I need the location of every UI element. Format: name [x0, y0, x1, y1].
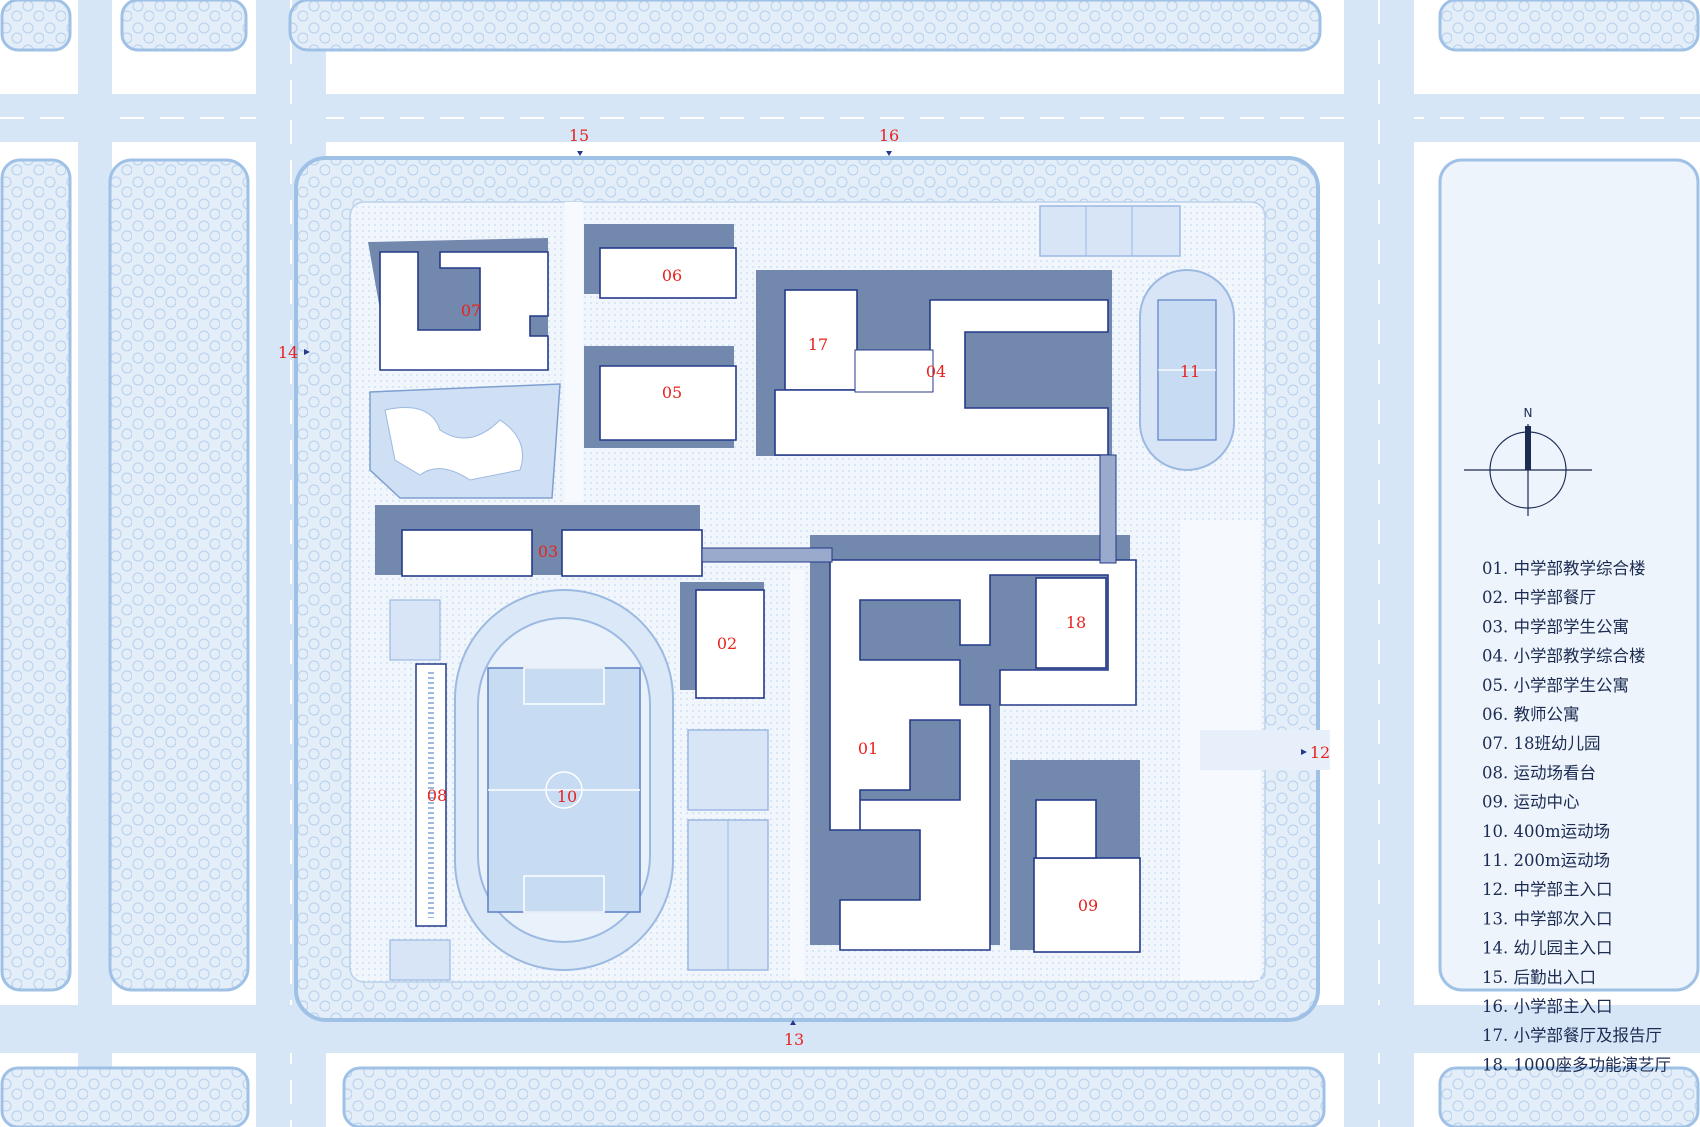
entrance-14-arrow-icon: [304, 349, 310, 355]
label-10: 10: [557, 787, 577, 806]
north-label: N: [1524, 406, 1533, 420]
legend-item: 08. 运动场看台: [1482, 763, 1596, 782]
buildings: [379, 247, 1141, 953]
legend-item: 09. 运动中心: [1482, 793, 1580, 812]
legend-item: 07. 18班幼儿园: [1482, 734, 1600, 753]
legend-item: 13. 中学部次入口: [1482, 909, 1613, 928]
entrance-12-arrow-icon: [1301, 749, 1307, 755]
legend-item: 16. 小学部主入口: [1482, 997, 1613, 1016]
legend-item: 15. 后勤出入口: [1482, 968, 1596, 987]
legend-item: 05. 小学部学生公寓: [1482, 676, 1629, 695]
legend-item: 06. 教师公寓: [1482, 705, 1580, 724]
track-200m: [1139, 269, 1235, 471]
legend-item: 18. 1000座多功能演艺厅: [1482, 1055, 1671, 1074]
building-01: [829, 559, 1137, 951]
building-04: [774, 299, 1109, 456]
label-02: 02: [717, 634, 737, 653]
building-02: [695, 589, 765, 699]
legend: 01. 中学部教学综合楼 02. 中学部餐厅 03. 中学部学生公寓 04. 小学部教…: [1482, 559, 1671, 1074]
entrance-markers: 12 13 14 15 16: [278, 126, 1330, 1049]
legend-item: 12. 中学部主入口: [1482, 880, 1613, 899]
label-13: 13: [784, 1030, 804, 1049]
legend-item: 01. 中学部教学综合楼: [1482, 559, 1646, 578]
legend-item: 02. 中学部餐厅: [1482, 588, 1596, 607]
legend-item: 10. 400m运动场: [1482, 822, 1610, 841]
entrance-13-arrow-icon: [790, 1020, 796, 1025]
label-05: 05: [662, 383, 682, 402]
building-07: [379, 251, 549, 371]
legend-item: 14. 幼儿园主入口: [1482, 939, 1613, 958]
entrance-15-arrow-icon: [577, 151, 583, 156]
legend-item: 11. 200m运动场: [1482, 851, 1610, 870]
legend-item: 04. 小学部教学综合楼: [1482, 647, 1646, 666]
building-06: [599, 247, 737, 299]
label-04: 04: [926, 362, 946, 381]
label-14: 14: [278, 343, 298, 362]
label-12: 12: [1310, 743, 1330, 762]
building-03a: [401, 529, 533, 577]
label-16: 16: [879, 126, 899, 145]
building-09-annex: [1035, 799, 1097, 859]
label-09: 09: [1078, 896, 1098, 915]
legend-item: 17. 小学部餐厅及报告厅: [1482, 1026, 1662, 1045]
building-05: [599, 365, 737, 441]
entrance-16-arrow-icon: [886, 151, 892, 156]
label-17: 17: [808, 335, 828, 354]
legend-item: 03. 中学部学生公寓: [1482, 617, 1629, 636]
label-08: 08: [427, 786, 447, 805]
label-11: 11: [1180, 362, 1200, 381]
label-07: 07: [461, 301, 481, 320]
label-15: 15: [569, 126, 589, 145]
label-18: 18: [1066, 613, 1086, 632]
connectors: [701, 349, 1117, 564]
sports-courts: [389, 205, 1181, 981]
building-03b: [561, 529, 703, 577]
building-18: [1035, 577, 1107, 669]
kindergarten-playground: [369, 383, 561, 499]
building-08: [415, 663, 447, 927]
label-06: 06: [662, 266, 682, 285]
building-labels: 01 02 03 04 05 06 07 08 09 10 11 17 18: [427, 266, 1200, 915]
label-03: 03: [538, 542, 558, 561]
north-arrow-icon: N: [1464, 406, 1592, 516]
label-01: 01: [858, 739, 878, 758]
track-400m: [454, 589, 674, 971]
building-17: [784, 289, 858, 391]
